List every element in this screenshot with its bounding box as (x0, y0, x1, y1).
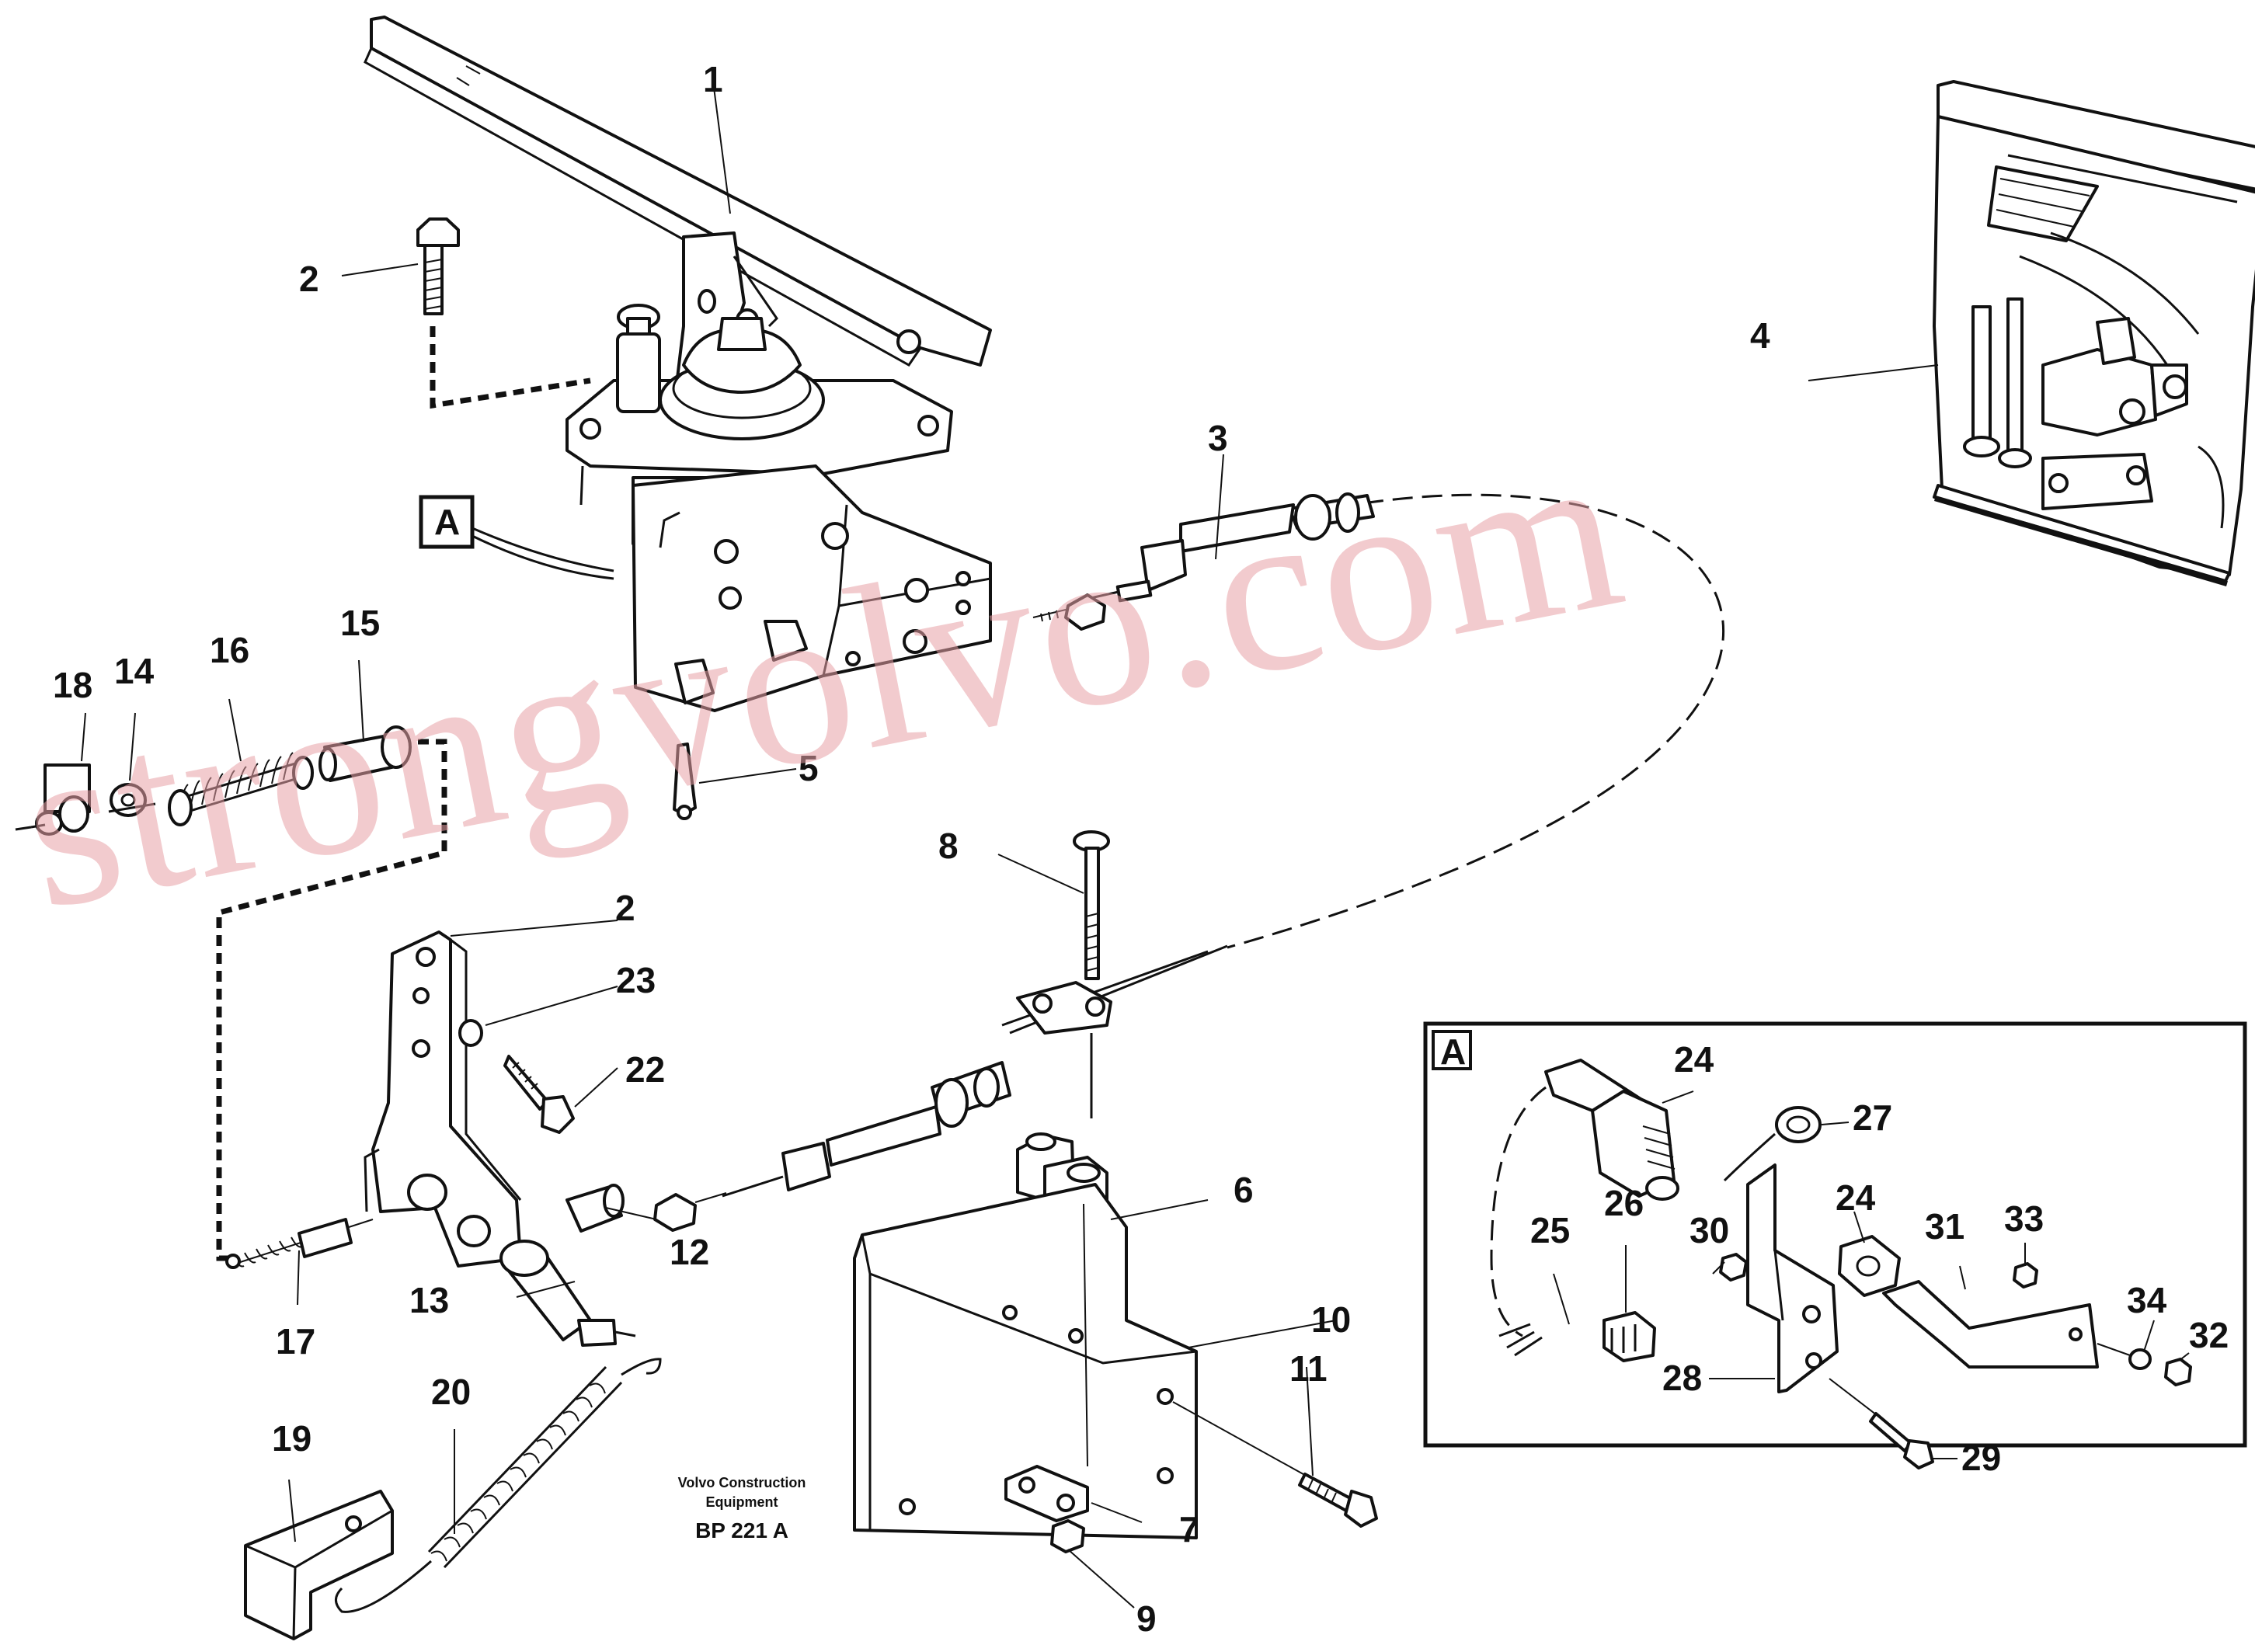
callout-22: 22 (625, 1049, 665, 1090)
callout-7: 7 (1179, 1509, 1199, 1549)
callout-2-lower: 2 (615, 888, 635, 928)
callout-labels: 1 2 2 3 4 5 6 7 8 9 10 11 12 13 14 15 16… (53, 59, 2229, 1639)
callout-1: 1 (703, 59, 723, 99)
callout-11: 11 (1289, 1348, 1328, 1389)
callout-28: 28 (1662, 1358, 1702, 1398)
spring-bracket-19 (244, 1490, 394, 1640)
callout-19: 19 (272, 1418, 311, 1459)
mount-bracket-10 (853, 830, 1378, 1553)
callout-20: 20 (431, 1372, 471, 1412)
detail-box-a (1423, 1021, 2247, 1469)
callout-12: 12 (670, 1232, 709, 1272)
detail-marker-a (419, 495, 614, 580)
callout-23: 23 (616, 960, 656, 1000)
callout-24-switch: 24 (1674, 1039, 1714, 1080)
return-spring-20 (335, 1358, 662, 1613)
callout-31: 31 (1925, 1206, 1964, 1247)
detail-marker-a-label: A (434, 502, 460, 542)
callout-6: 6 (1234, 1170, 1254, 1210)
accelerator-pedal (364, 16, 992, 712)
callout-33: 33 (2004, 1198, 2044, 1239)
callout-15: 15 (340, 603, 380, 643)
callout-13: 13 (409, 1280, 449, 1320)
callout-2-top: 2 (299, 259, 319, 299)
spring-rod-assembly (15, 725, 412, 836)
lever-bracket (225, 930, 636, 1347)
caption-line-1: Volvo Construction (678, 1475, 806, 1490)
callout-26: 26 (1604, 1183, 1644, 1223)
callout-17: 17 (276, 1321, 315, 1362)
callout-30: 30 (1690, 1210, 1729, 1250)
cotter-pin-5 (673, 743, 697, 820)
callout-9: 9 (1136, 1598, 1157, 1639)
detail-box-a-label: A (1440, 1031, 1466, 1072)
caption-code: BP 221 A (695, 1518, 788, 1542)
callout-8: 8 (938, 826, 959, 866)
control-cable (653, 492, 1725, 1232)
callout-27: 27 (1853, 1097, 1892, 1138)
callout-10: 10 (1311, 1299, 1351, 1340)
connection-line (430, 326, 591, 409)
callout-4: 4 (1750, 315, 1770, 356)
callout-24-nut: 24 (1836, 1177, 1876, 1218)
callout-18: 18 (53, 665, 92, 705)
caption-line-2: Equipment (706, 1494, 778, 1510)
callout-14: 14 (114, 651, 155, 691)
bolt-2-top (416, 217, 460, 315)
callout-16: 16 (210, 630, 249, 670)
leader-lines (81, 81, 2190, 1609)
pedal-cover-assembly (1933, 80, 2255, 586)
manufacturer-caption: Volvo Construction Equipment BP 221 A (678, 1475, 806, 1542)
callout-34: 34 (2127, 1280, 2167, 1320)
callout-29: 29 (1961, 1438, 2001, 1478)
connection-line-left (216, 739, 447, 1261)
callout-25: 25 (1530, 1210, 1570, 1250)
callout-3: 3 (1208, 418, 1228, 458)
callout-32: 32 (2189, 1315, 2229, 1355)
callout-5: 5 (799, 748, 819, 788)
